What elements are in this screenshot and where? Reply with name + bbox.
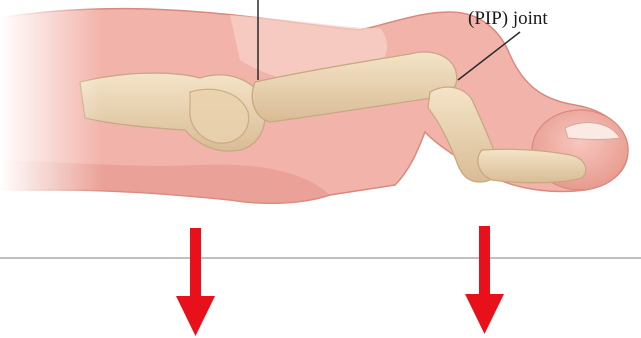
pip-joint-label: (PIP) joint — [468, 8, 548, 29]
left-fade — [0, 0, 641, 250]
